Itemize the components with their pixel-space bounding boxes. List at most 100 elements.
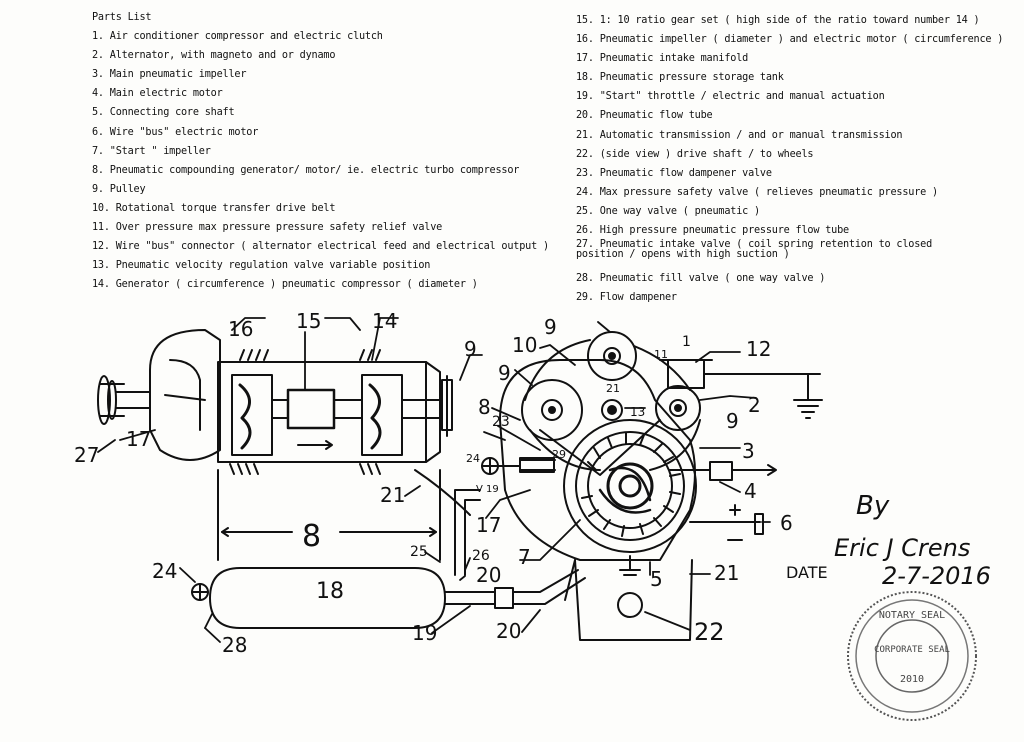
part-item: 19. "Start" throttle / electric and manu…	[576, 91, 885, 103]
pulley-9-left	[441, 375, 453, 437]
label-22: 22	[694, 618, 725, 646]
label-4: 4	[744, 479, 757, 503]
label-8-dimension: 8	[302, 519, 321, 554]
part-item: 26. High pressure pneumatic pressure flo…	[576, 225, 849, 237]
part-item: 11. Over pressure max pressure pressure …	[92, 222, 443, 234]
safety-valve-24	[481, 457, 521, 475]
flow-tube-20	[444, 489, 586, 609]
dimension-8	[217, 469, 441, 561]
label-14: 14	[372, 309, 397, 333]
label-17b: 17	[476, 513, 501, 537]
part-item: 25. One way valve ( pneumatic )	[576, 205, 760, 217]
part-item: 14. Generator ( circumference ) pneumati…	[92, 279, 478, 291]
part-item: 8. Pneumatic compounding generator/ moto…	[92, 164, 520, 176]
label-20a: 20	[476, 563, 501, 587]
part-item: 28. Pneumatic fill valve ( one way valve…	[576, 273, 826, 285]
label-9a: 9	[464, 337, 477, 361]
part-item: 9. Pulley	[92, 183, 146, 195]
part-item: 2. Alternator, with magneto and or dynam…	[92, 50, 336, 62]
signature-by: By	[856, 491, 890, 521]
part-item: 10. Rotational torque transfer drive bel…	[92, 202, 336, 214]
label-v: V	[476, 484, 483, 495]
notary-seal: NOTARY SEAL CORPORATE SEAL 2010	[847, 591, 977, 721]
ground-5	[619, 555, 641, 576]
label-13: 13	[630, 405, 645, 419]
label-21b: 21	[380, 483, 405, 507]
part-item: 22. (side view ) drive shaft / to wheels	[576, 148, 814, 160]
label-24a: 24	[466, 452, 480, 465]
label-17a: 17	[126, 427, 151, 451]
label-8: 8	[478, 395, 491, 419]
part-item: 12. Wire "bus" connector ( alternator el…	[92, 241, 549, 253]
label-7: 7	[518, 545, 531, 569]
signature-date: 2-7-2016	[882, 562, 991, 590]
part-item: 4. Main electric motor	[92, 88, 223, 100]
label-29: 29	[552, 448, 566, 461]
label-9c: 9	[498, 361, 511, 385]
pressure-tank-18	[191, 567, 446, 629]
seal-year: 2010	[900, 674, 924, 685]
label-23: 23	[492, 414, 510, 430]
label-2: 2	[748, 393, 761, 417]
wire-bus-6	[689, 504, 764, 541]
part-item: 6. Wire "bus" electric motor	[92, 126, 259, 138]
main-impeller-housing-3	[499, 359, 697, 561]
label-11: 11	[654, 348, 668, 361]
label-20b: 20	[496, 619, 521, 643]
part-item: 7. "Start " impeller	[92, 145, 211, 157]
label-24b: 24	[152, 559, 177, 583]
intake-manifold-17	[149, 329, 221, 461]
part-item: 23. Pneumatic flow dampener valve	[576, 167, 772, 179]
label-19a: 19	[486, 484, 499, 495]
label-5: 5	[650, 567, 663, 591]
part-item: 18. Pneumatic pressure storage tank	[576, 72, 784, 84]
part-item: 20. Pneumatic flow tube	[576, 110, 713, 122]
parts-list-title: Parts List	[92, 12, 152, 23]
label-19b: 19	[412, 621, 437, 645]
wire-bus-12	[703, 373, 823, 419]
part-item: 3. Main pneumatic impeller	[92, 69, 247, 81]
signature-block: By Eric J Crens DATE 2-7-2016	[786, 491, 991, 590]
part-item: 1. Air conditioner compressor and electr…	[92, 31, 383, 43]
seal-inner-text: CORPORATE SEAL	[874, 645, 950, 655]
label-21a: 21	[606, 382, 620, 395]
parts-list-right: 15. 1: 10 ratio gear set ( high side of …	[576, 11, 1003, 307]
label-1: 1	[682, 334, 691, 350]
tube-21	[414, 469, 471, 516]
seal-outer-text: NOTARY SEAL	[879, 610, 945, 621]
leader-lines	[97, 317, 771, 643]
part-item: 17. Pneumatic intake manifold	[576, 53, 749, 65]
compounding-generator-8	[217, 349, 443, 475]
label-26: 26	[472, 548, 490, 564]
part-item: 21. Automatic transmission / and or manu…	[576, 129, 903, 141]
intake-valve-27	[97, 375, 151, 425]
label-15: 15	[296, 309, 321, 333]
label-16: 16	[228, 317, 253, 341]
label-27: 27	[74, 443, 99, 467]
part-item: 27. Pneumatic intake valve ( coil spring…	[576, 239, 933, 261]
label-9b: 9	[544, 315, 557, 339]
signature-name: Eric J Crens	[834, 534, 970, 562]
label-28: 28	[222, 633, 247, 657]
label-25: 25	[410, 544, 428, 560]
part-item: 13. Pneumatic velocity regulation valve …	[92, 260, 431, 272]
part-item: 16. Pneumatic impeller ( diameter ) and …	[576, 34, 1004, 46]
label-10: 10	[512, 333, 537, 357]
label-18: 18	[316, 579, 344, 604]
part-item: 29. Flow dampener	[576, 292, 677, 304]
label-6: 6	[780, 511, 793, 535]
transmission-21	[564, 559, 693, 641]
part-item: 15. 1: 10 ratio gear set ( high side of …	[576, 15, 980, 26]
motor-output-4	[669, 461, 777, 481]
pulley-belt-system	[521, 331, 713, 476]
parts-list-left: Parts List 1. Air conditioner compressor…	[92, 8, 549, 294]
label-3: 3	[742, 439, 755, 463]
label-12: 12	[746, 337, 771, 361]
date-label: DATE	[786, 563, 828, 582]
part-item: 24. Max pressure safety valve ( relieves…	[576, 186, 938, 198]
label-9d: 9	[726, 409, 739, 433]
part-item: 5. Connecting core shaft	[92, 107, 235, 119]
label-21c: 21	[714, 561, 739, 585]
